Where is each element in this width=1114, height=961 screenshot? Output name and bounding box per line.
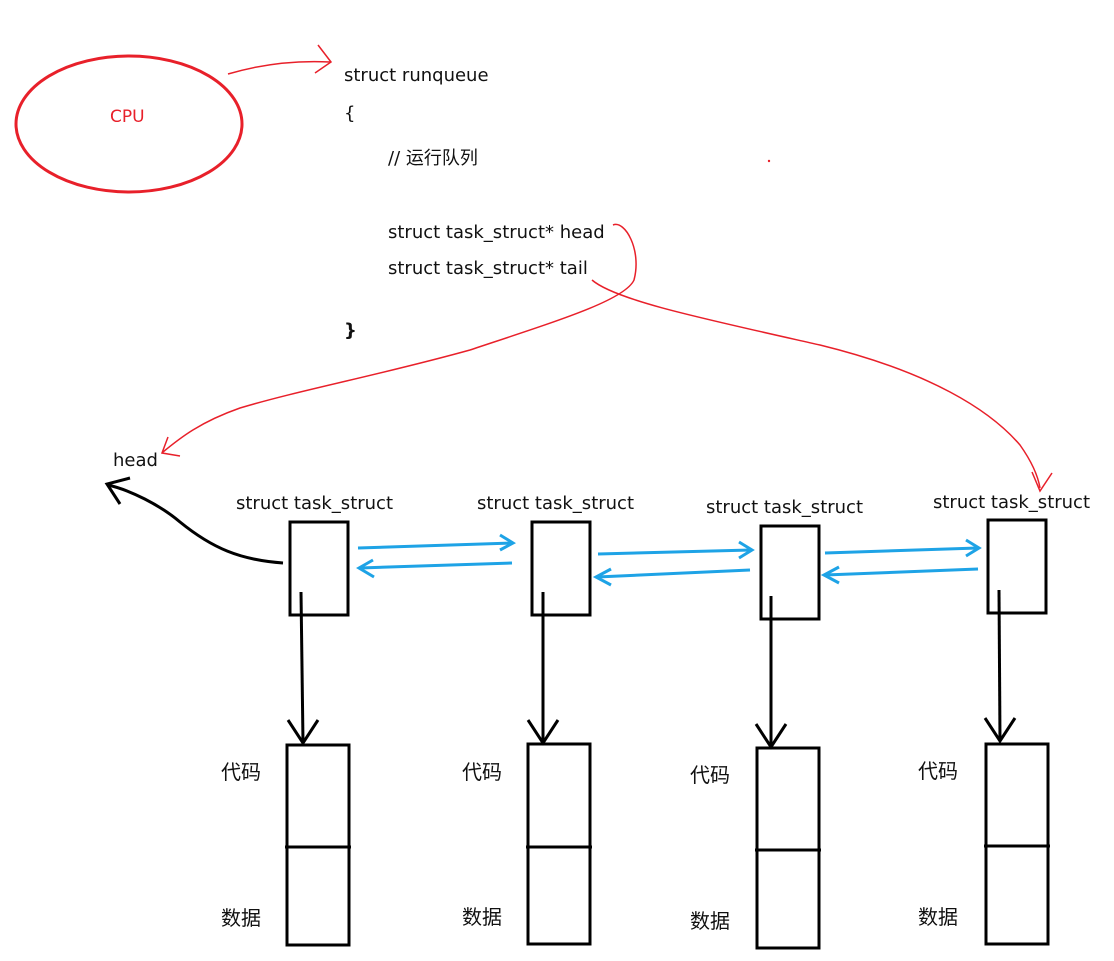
prev-arrowhead-2-1 <box>356 558 375 579</box>
prev-arrow-4-3 <box>824 567 979 577</box>
memory-block-3 <box>755 746 821 950</box>
next-arrowhead-1-2 <box>499 533 517 552</box>
data-label-4: 数据 <box>918 905 958 929</box>
runqueue-head-field: struct task_struct* head <box>388 222 605 243</box>
cpu-ellipse <box>14 54 244 194</box>
data-label-1: 数据 <box>221 906 261 930</box>
node1-to-head-arrow <box>107 483 284 565</box>
node-title-2: struct task_struct <box>477 493 635 514</box>
head-pointer-arrowhead <box>160 436 181 457</box>
code-label-1: 代码 <box>221 760 261 784</box>
runqueue-open-brace: { <box>344 103 356 124</box>
memory-block-1 <box>285 743 351 947</box>
next-arrowhead-2-3 <box>738 540 755 560</box>
memory-block-4 <box>984 742 1050 946</box>
data-label-3: 数据 <box>690 909 730 933</box>
node4-down-arrow <box>997 589 1002 741</box>
prev-arrow-2-1 <box>359 561 513 570</box>
cpu-label: CPU <box>110 107 145 127</box>
node4-down-arrowhead <box>983 717 1017 744</box>
prev-arrow-3-2 <box>596 568 751 579</box>
next-arrow-3-4 <box>824 546 979 555</box>
runqueue-tail-field: struct task_struct* tail <box>388 258 588 279</box>
node-title-4: struct task_struct <box>933 492 1091 513</box>
prev-arrowhead-4-3 <box>820 565 840 585</box>
runqueue-decl: struct runqueue <box>344 65 489 86</box>
tail-pointer-arrow <box>591 279 1041 489</box>
prev-arrowhead-3-2 <box>592 567 612 587</box>
node-title-3: struct task_struct <box>706 497 864 518</box>
runqueue-close-brace: } <box>344 320 357 341</box>
runqueue-comment: // 运行队列 <box>388 148 478 169</box>
task-struct-box-1 <box>288 520 350 617</box>
cpu-to-runqueue-arrow <box>227 60 331 75</box>
task-struct-box-4 <box>986 518 1048 615</box>
node1-to-head-arrowhead <box>104 476 131 505</box>
tail-pointer-arrowhead <box>1031 471 1053 493</box>
code-label-2: 代码 <box>462 760 502 784</box>
code-label-4: 代码 <box>918 759 958 783</box>
stray-dot <box>767 159 771 163</box>
code-label-3: 代码 <box>690 763 730 787</box>
cpu-to-runqueue-arrowhead <box>314 44 333 74</box>
memory-block-2 <box>526 742 592 946</box>
data-label-2: 数据 <box>462 905 502 929</box>
node-title-1: struct task_struct <box>236 493 394 514</box>
task-struct-box-3 <box>759 524 821 621</box>
node1-down-arrowhead <box>286 719 320 746</box>
head-pointer-arrow <box>162 223 637 453</box>
task-struct-box-2 <box>530 520 592 617</box>
head-label: head <box>113 450 158 471</box>
next-arrow-2-3 <box>597 548 752 556</box>
node1-down-arrow <box>299 591 305 743</box>
next-arrow-1-2 <box>357 541 513 550</box>
next-arrowhead-3-4 <box>965 538 982 558</box>
